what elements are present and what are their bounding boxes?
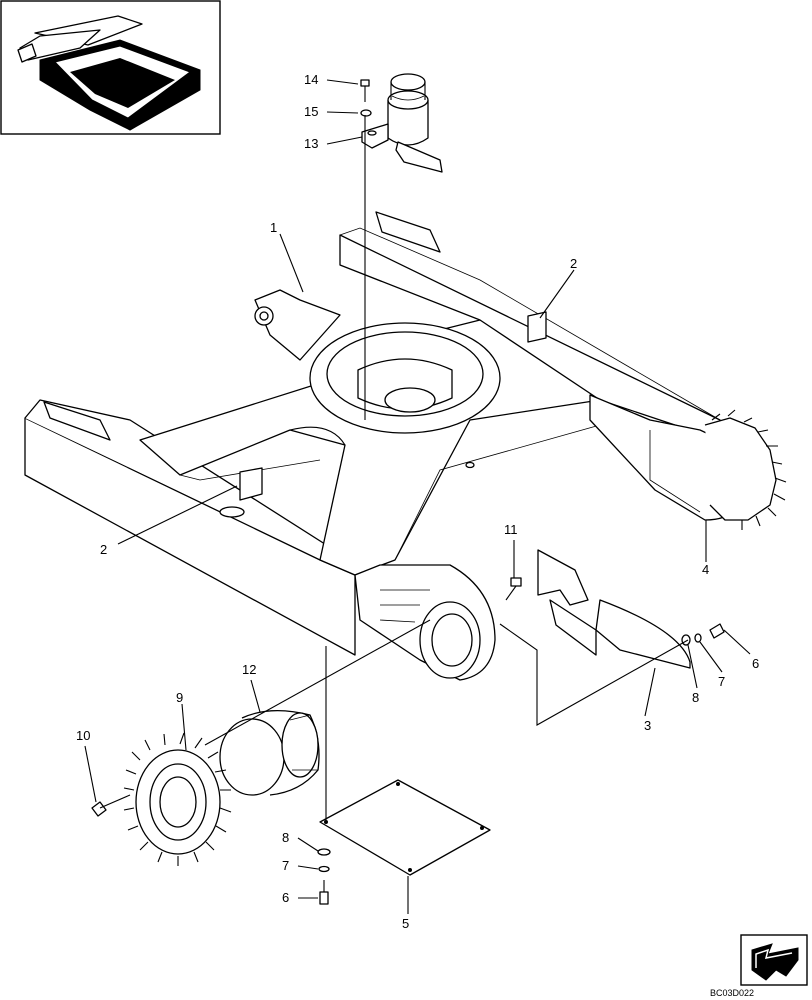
callout-7-bottom: 7: [282, 858, 289, 873]
callout-11: 11: [504, 522, 518, 537]
document-code: BC03D022: [710, 988, 754, 998]
cover-plate-5: [319, 779, 491, 876]
callout-8-bottom: 8: [282, 830, 289, 845]
thumbnail-inset: [0, 0, 221, 135]
left-sprocket: [123, 732, 232, 866]
callout-10: 10: [76, 728, 90, 743]
callout-15: 15: [304, 104, 318, 119]
callout-6-right: 6: [752, 656, 759, 671]
cover-3: [537, 549, 691, 669]
callout-12: 12: [242, 662, 256, 677]
swivel-joint-assembly: [360, 73, 443, 173]
hardware-bottom: [317, 848, 331, 905]
callout-8-right: 8: [692, 690, 699, 705]
callout-6-bottom: 6: [282, 890, 289, 905]
callout-9: 9: [176, 690, 183, 705]
orientation-arrow-icon: [740, 934, 808, 986]
callout-labels: 14 15 13 1 2 2 4 11 12 9 10 3 8 7 6 8 7 …: [76, 72, 759, 931]
callout-14: 14: [304, 72, 318, 87]
excavator-undercarriage-thumbnail-icon: [17, 15, 201, 131]
track-frame: [24, 211, 721, 656]
right-sprocket: [704, 409, 787, 530]
bolt-10: [91, 794, 131, 817]
callout-3: 3: [644, 718, 651, 733]
leader-lines: [84, 79, 751, 914]
callout-13: 13: [304, 136, 318, 151]
callout-4: 4: [702, 562, 709, 577]
hardware-right: [681, 623, 725, 646]
callout-2-right: 2: [570, 256, 577, 271]
callout-5: 5: [402, 916, 409, 931]
callout-7-right: 7: [718, 674, 725, 689]
bolt-11: [505, 577, 522, 601]
travel-motor: [219, 710, 320, 796]
callout-1: 1: [270, 220, 277, 235]
right-drive-housing: [589, 394, 787, 530]
callout-2-left: 2: [100, 542, 107, 557]
